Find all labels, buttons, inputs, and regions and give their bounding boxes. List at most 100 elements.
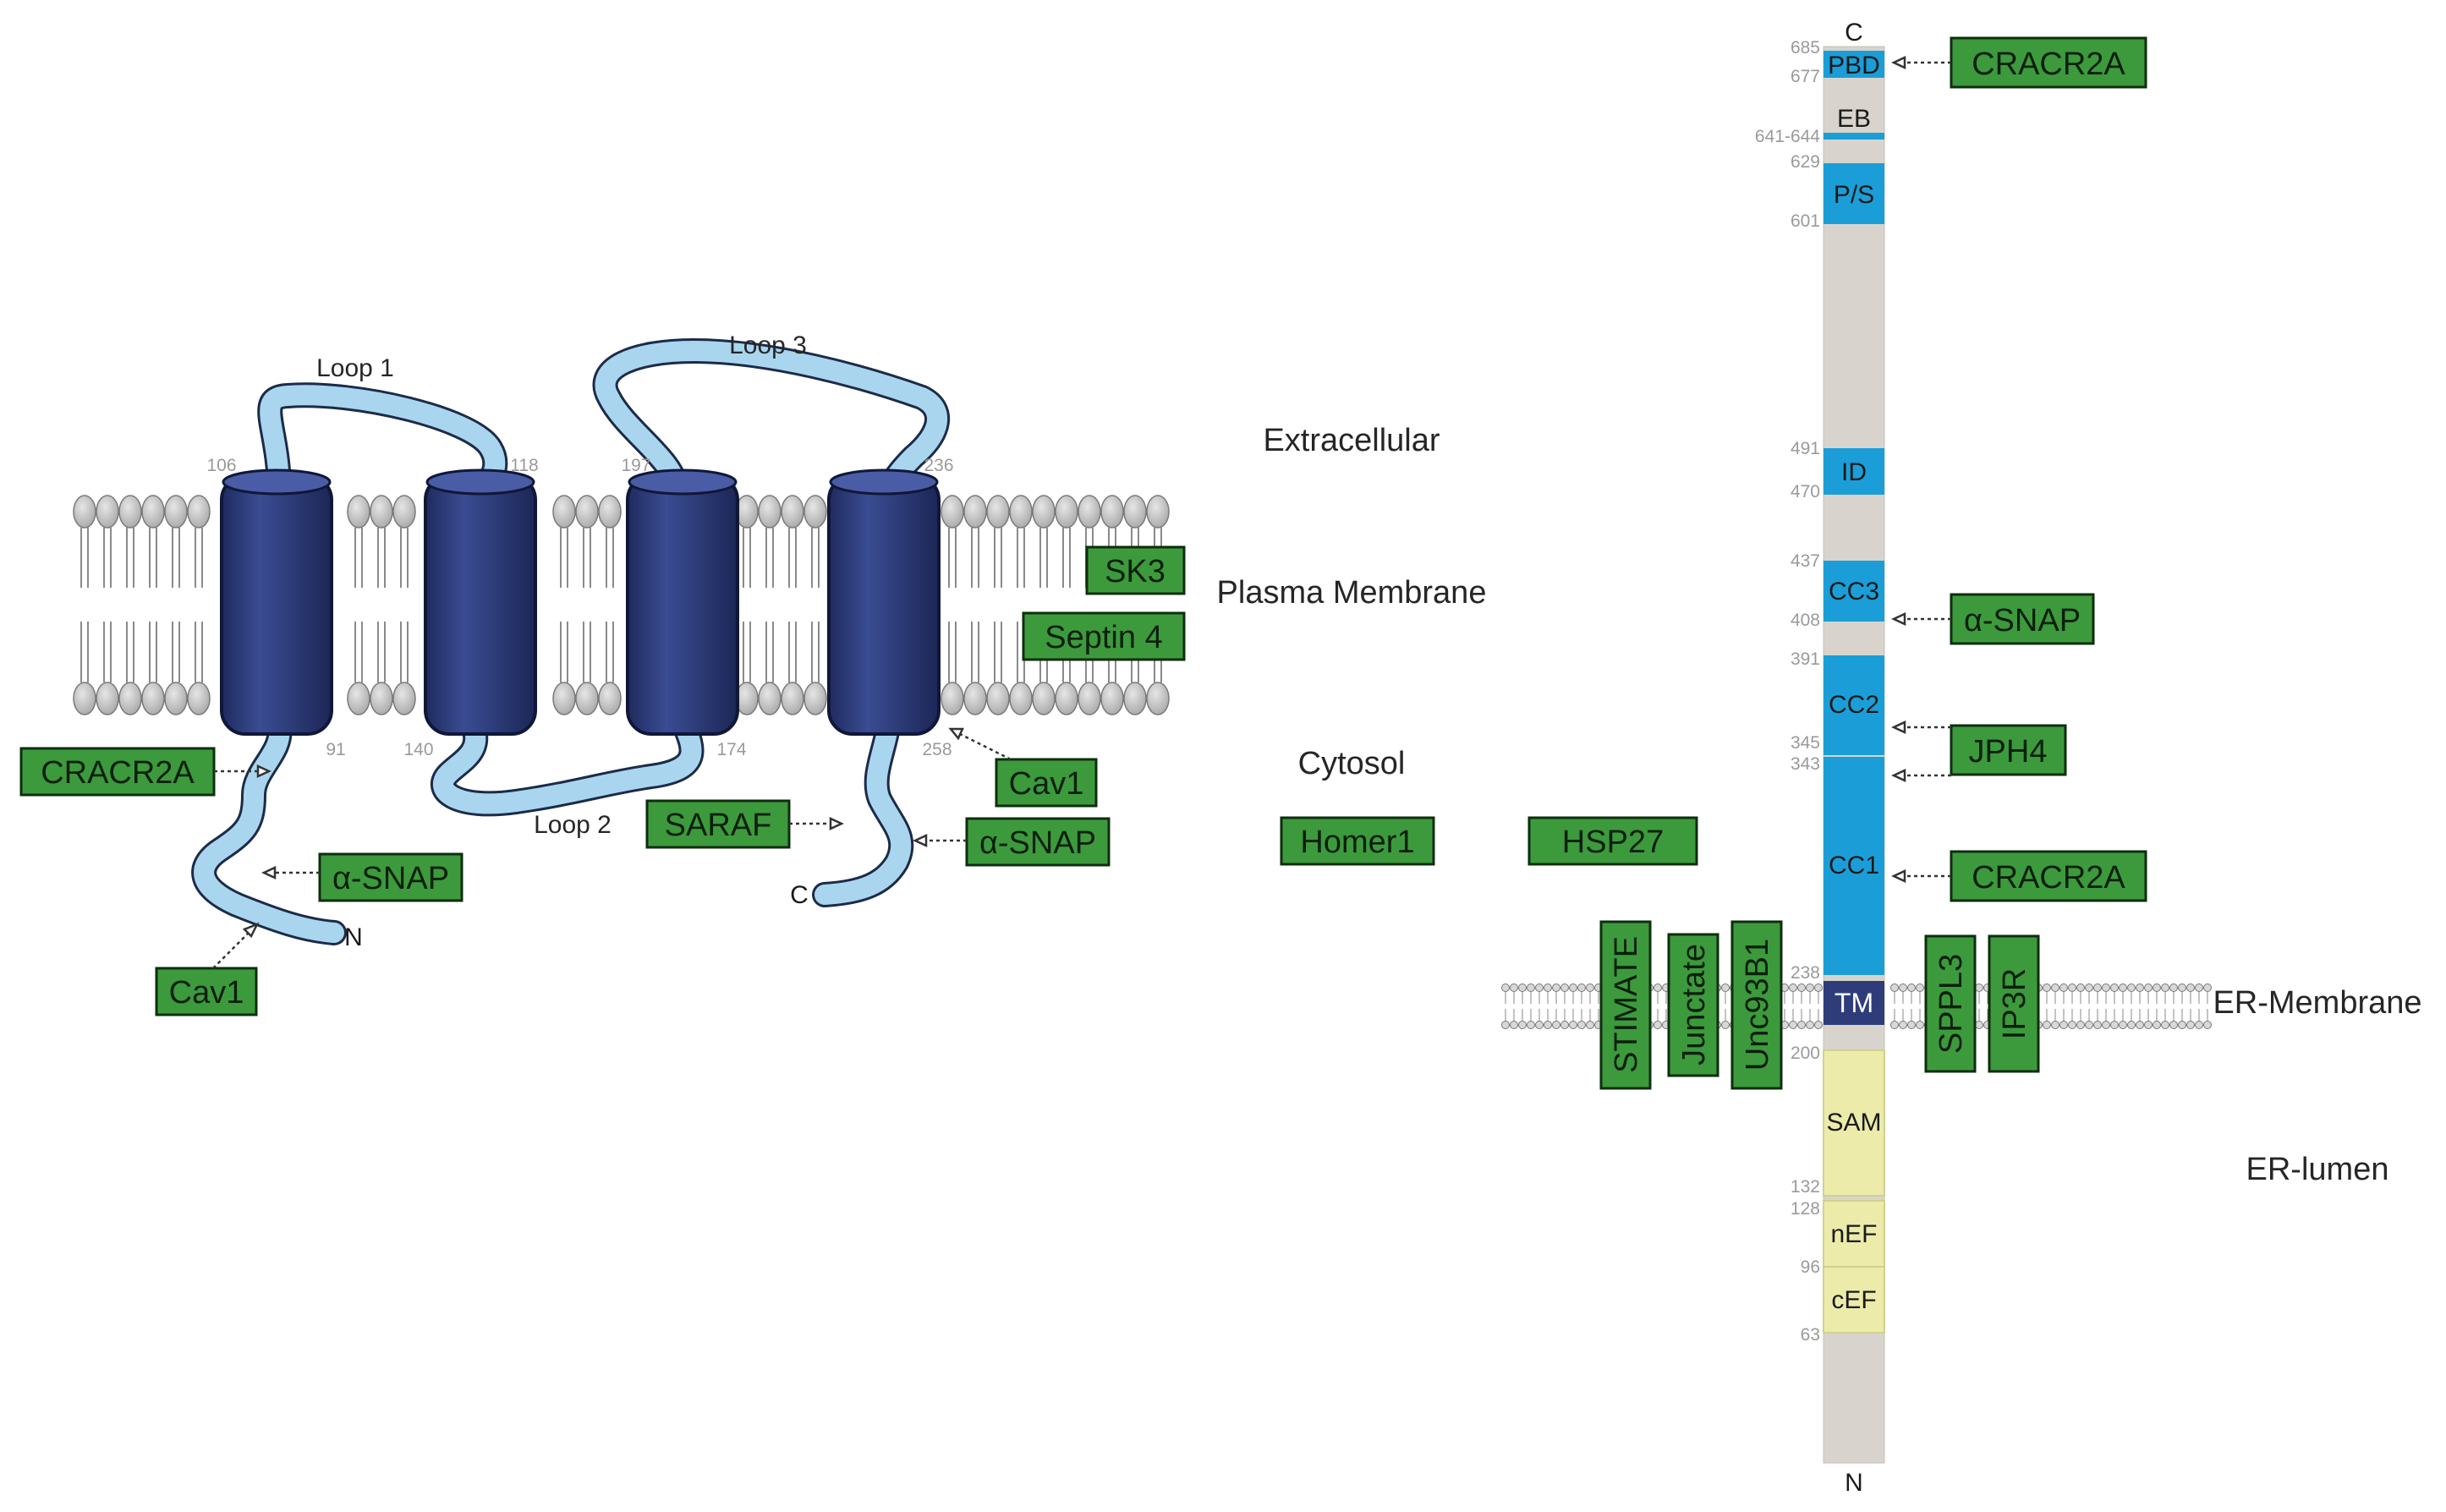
svg-text:CRACR2A: CRACR2A — [1972, 47, 2125, 82]
svg-text:391: 391 — [1791, 649, 1820, 669]
stim1-n-terminus-label: N — [1845, 1469, 1863, 1497]
er-lipid — [2043, 983, 2051, 1029]
er-partner-stimate: STIMATE — [1599, 920, 1652, 1090]
svg-text:CC3: CC3 — [1829, 578, 1879, 605]
orai-residue-106: 106 — [206, 456, 236, 475]
er-lipid — [1560, 983, 1569, 1029]
region-er-lumen: ER-lumen — [2246, 1152, 2389, 1187]
domain-tm — [1824, 981, 1884, 1025]
svg-text:CRACR2A: CRACR2A — [41, 755, 195, 791]
lipid-pair — [963, 495, 987, 715]
orai-partner-septin-4: Septin 4 — [1022, 611, 1186, 661]
er-lipid — [1975, 983, 1983, 1029]
er-lipid — [2085, 983, 2093, 1029]
lipid-pair — [781, 495, 804, 715]
svg-text:PBD: PBD — [1828, 52, 1880, 79]
region-extracellular: Extracellular — [1263, 423, 1440, 458]
lipid-pair — [118, 495, 142, 715]
domain-cc3 — [1824, 561, 1884, 622]
orai-partner-alpha-snap-c: α-SNAP — [913, 817, 1111, 867]
lipid-pair — [941, 495, 964, 715]
lipid-pair — [1146, 495, 1170, 715]
orai-residue-140: 140 — [403, 740, 433, 759]
svg-text:641-644: 641-644 — [1755, 127, 1820, 146]
svg-text:601: 601 — [1791, 211, 1820, 231]
svg-text:SAM: SAM — [1826, 1109, 1881, 1137]
er-lipid — [2169, 983, 2178, 1029]
helix-tm3 — [626, 468, 739, 736]
svg-text:Homer1: Homer1 — [1300, 824, 1414, 860]
svg-text:685: 685 — [1791, 38, 1820, 58]
er-lipid — [1654, 983, 1662, 1029]
svg-text:cEF: cEF — [1831, 1286, 1876, 1314]
svg-text:JPH4: JPH4 — [1969, 734, 2048, 770]
partner-hsp27: HSP27 — [1527, 816, 1698, 866]
er-lipid — [1535, 983, 1544, 1029]
er-lipid — [2178, 983, 2186, 1029]
stim1-residue-numbers: 685 677 641-644 629 601 491 470 437 408 … — [1755, 38, 1820, 1345]
svg-text:470: 470 — [1791, 482, 1820, 501]
domain-cef — [1823, 1266, 1885, 1334]
svg-text:SK3: SK3 — [1105, 554, 1165, 589]
svg-text:SARAF: SARAF — [665, 808, 772, 843]
er-lipid — [2136, 983, 2144, 1029]
orai-residue-91: 91 — [326, 740, 345, 759]
n-terminus — [194, 717, 344, 943]
er-lipid — [1797, 983, 1806, 1029]
svg-text:CC2: CC2 — [1829, 691, 1879, 719]
svg-text:HSP27: HSP27 — [1562, 824, 1664, 860]
lipid-pair — [1078, 495, 1101, 715]
er-lipid — [1501, 983, 1510, 1029]
er-lipid — [1814, 983, 1823, 1029]
svg-text:Junctate: Junctate — [1676, 944, 1712, 1066]
er-lipid — [1789, 983, 1797, 1029]
svg-text:TM: TM — [1834, 988, 1873, 1018]
svg-text:ID: ID — [1841, 458, 1867, 486]
er-lipid — [1569, 983, 1577, 1029]
helix-tm4 — [827, 468, 941, 736]
lipid-pair — [96, 495, 119, 715]
svg-text:IP3R: IP3R — [1997, 968, 2032, 1039]
er-lipid — [2119, 983, 2127, 1029]
lipid-pair — [552, 495, 576, 715]
er-lipid — [2186, 983, 2195, 1029]
loop-1 — [260, 385, 506, 511]
plasma-membrane-bilayer — [73, 495, 1170, 715]
lipid-pair — [392, 495, 416, 715]
svg-text:α-SNAP: α-SNAP — [1964, 603, 2081, 638]
stim1-partner-jph4: JPH4 — [1891, 720, 2067, 782]
stim1-partner-cracr2a-cc1: CRACR2A — [1891, 850, 2147, 902]
svg-text:238: 238 — [1791, 963, 1820, 983]
orai-partner-saraf: SARAF — [645, 799, 844, 849]
lipid-pair — [598, 495, 622, 715]
partner-homer1: Homer1 — [1280, 816, 1435, 866]
er-lipid — [1780, 983, 1789, 1029]
orai-partner-sk3: SK3 — [1085, 545, 1186, 595]
er-lipid — [2093, 983, 2102, 1029]
loop-3-label: Loop 3 — [729, 331, 807, 359]
loop-2 — [433, 717, 702, 814]
er-lipid — [1510, 983, 1518, 1029]
svg-text:629: 629 — [1791, 152, 1820, 172]
stim1-c-terminus-label: C — [1845, 19, 1863, 47]
svg-text:Cav1: Cav1 — [1009, 766, 1084, 802]
c-terminus — [814, 717, 912, 905]
svg-text:STIMATE: STIMATE — [1609, 936, 1644, 1073]
lipid-pair — [735, 495, 759, 715]
helix-tm2 — [424, 468, 537, 736]
er-lipid — [1586, 983, 1594, 1029]
lipid-pair — [1032, 495, 1056, 715]
domain-cc1 — [1824, 757, 1884, 975]
svg-text:α-SNAP: α-SNAP — [332, 861, 449, 896]
er-lipid — [2059, 983, 2068, 1029]
loop-3 — [595, 340, 947, 509]
lipid-pair — [370, 495, 393, 715]
orai-partner-alpha-snap-n: α-SNAP — [261, 852, 463, 902]
domain-sam — [1823, 1049, 1885, 1197]
er-lipid — [2051, 983, 2059, 1029]
er-lipid — [2068, 983, 2076, 1029]
lipid-pair — [1123, 495, 1147, 715]
lipid-pair — [164, 495, 188, 715]
er-partner-sppl3: SPPL3 — [1924, 934, 1977, 1073]
